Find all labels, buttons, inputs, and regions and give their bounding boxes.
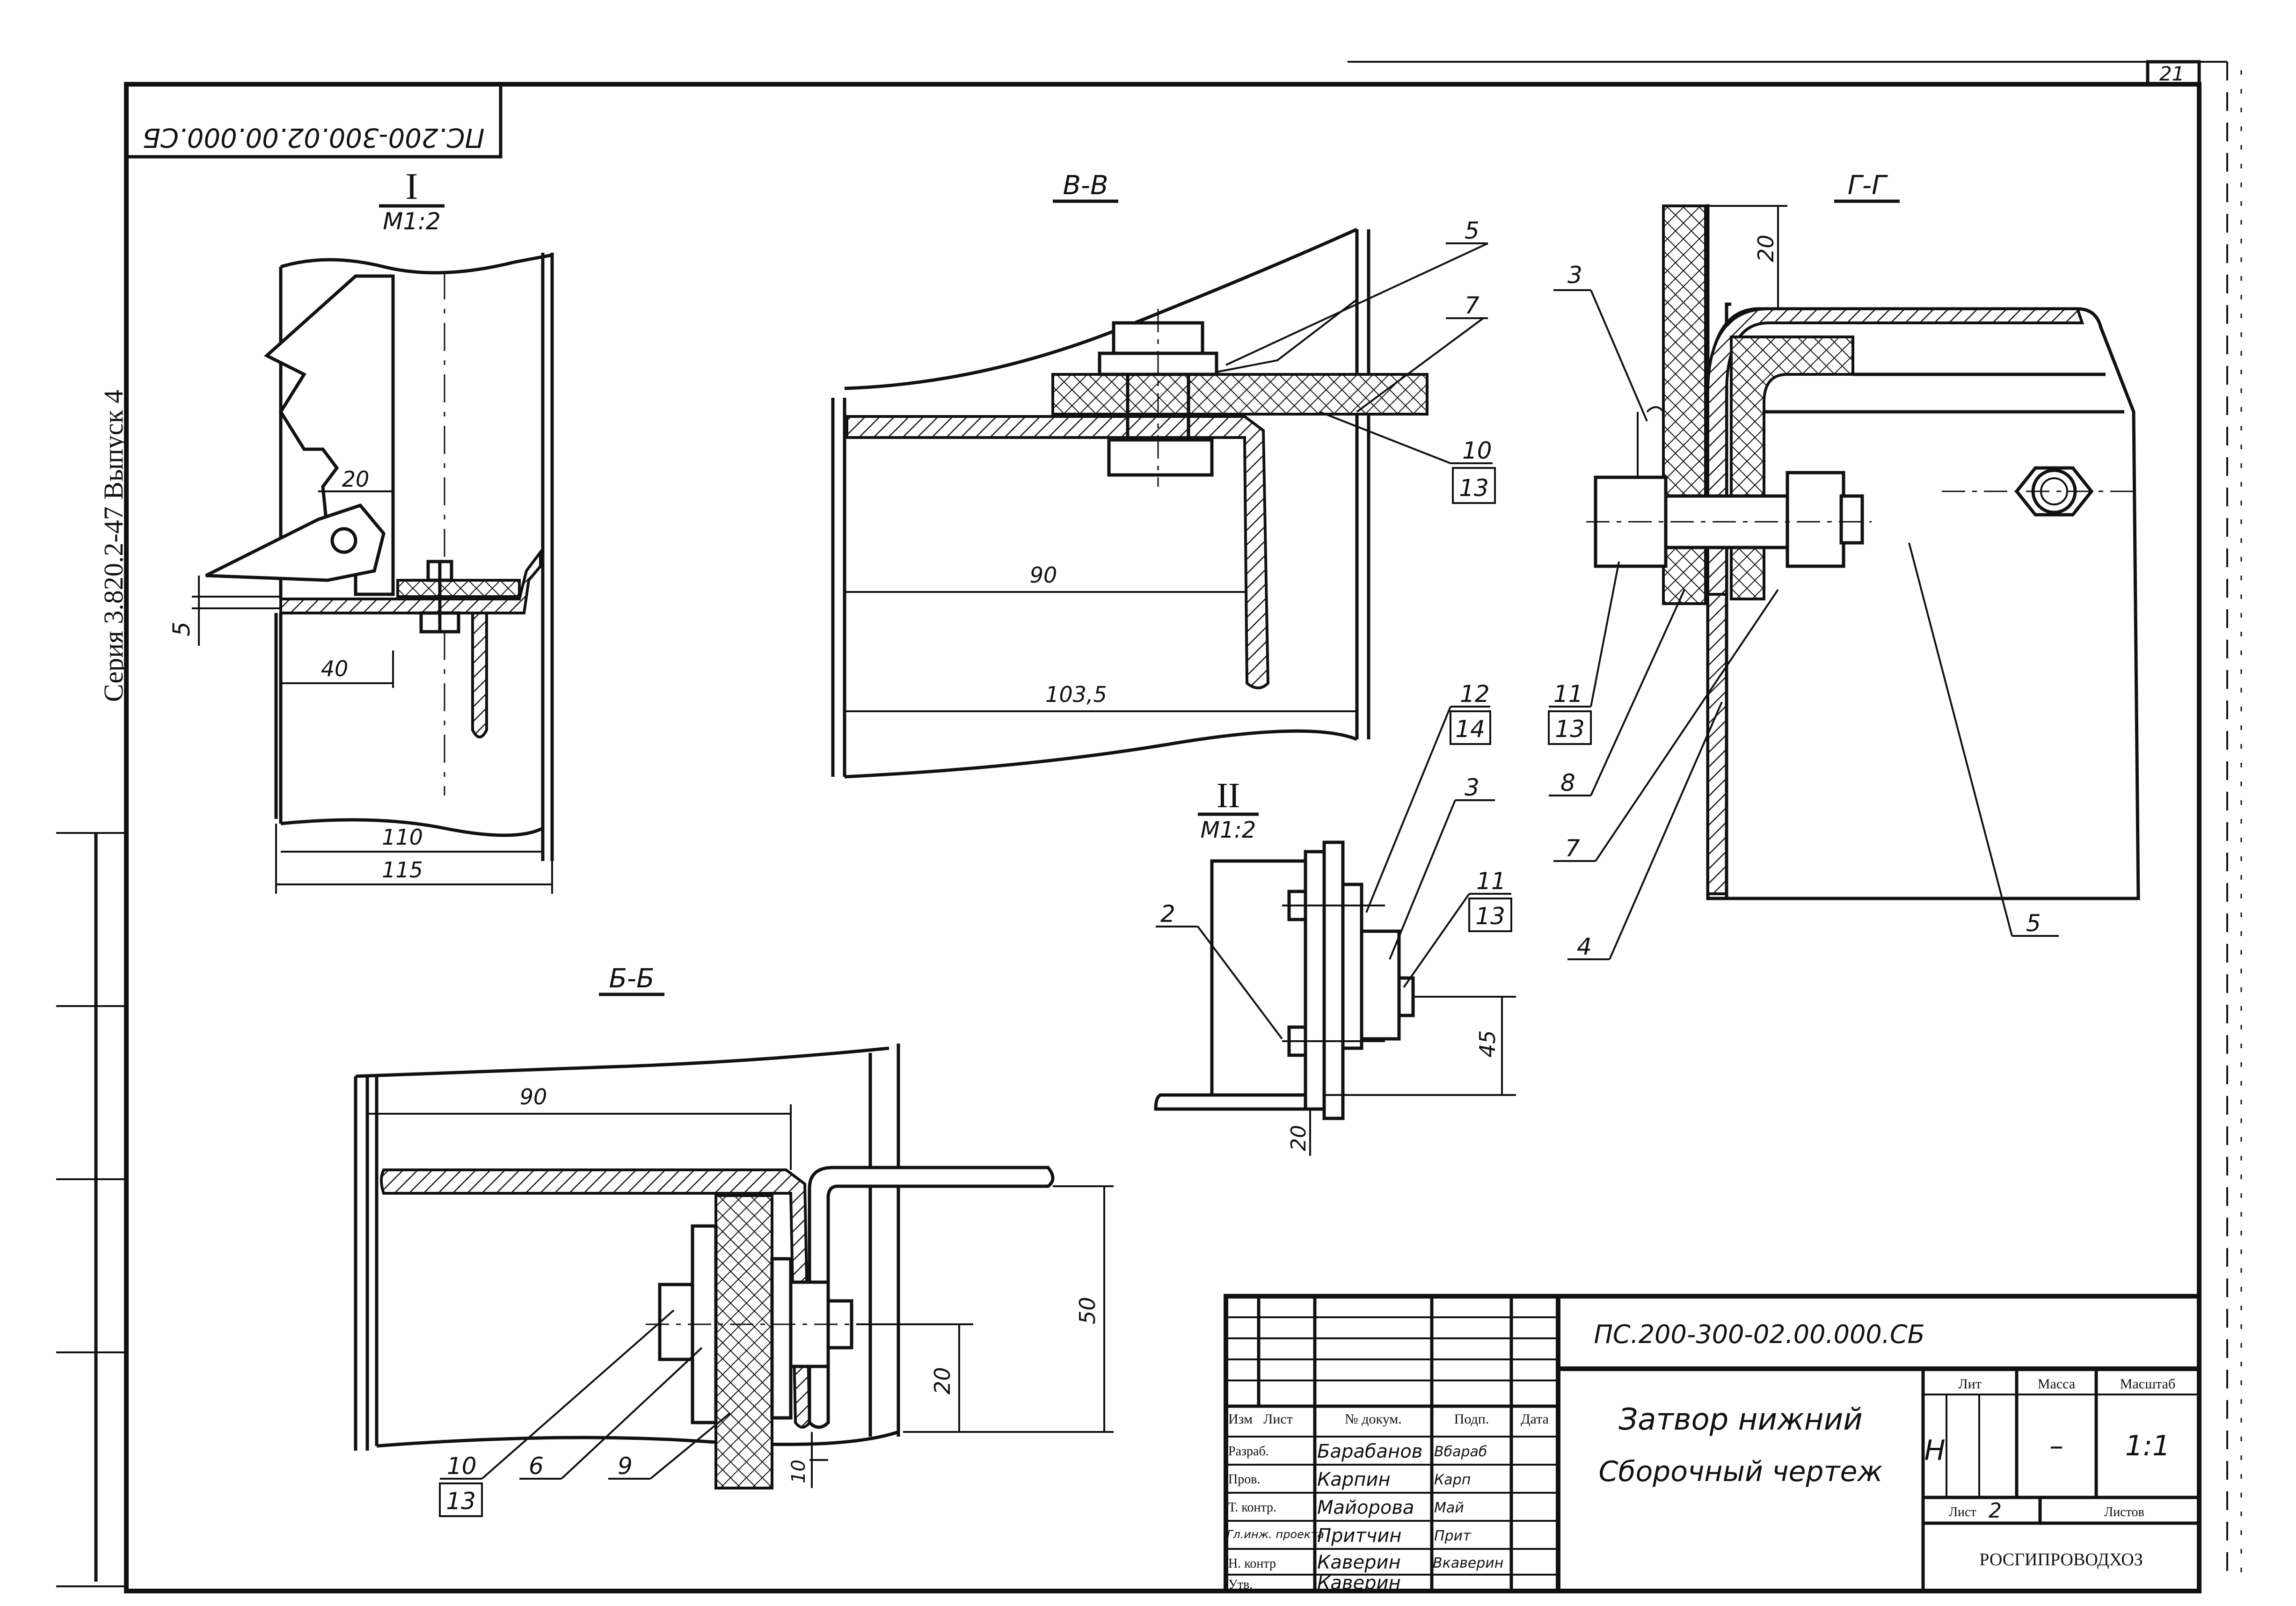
tb-sheets-label: Листов [2104,1505,2144,1519]
drawing-frame [56,60,2242,1593]
detail-1-view: I М1:2 20 5 [168,166,554,894]
tb-mass-value: – [2049,1430,2063,1462]
detail-2-title: II [1217,776,1240,815]
tb-header-ndoc: № докум. [1345,1411,1402,1427]
vv-dim-103: 103,5 [1045,682,1107,707]
tb-lit-label: Лит [1958,1376,1982,1392]
bb-callout-6: 6 [529,1453,544,1480]
title-block: Изм Лист № докум. Подп. Дата Разраб. Бар… [1224,1294,2201,1594]
tb-name-line1: Затвор нижний [1618,1402,1863,1437]
tb-sheet-label: Лист [1949,1505,1976,1519]
section-gg-title: Г-Г [1848,170,1888,201]
series-label: Серия 3.820.2-47 Выпуск 4 [98,390,129,702]
d1-dim-110: 110 [382,825,423,850]
section-bb-view: Б-Б 90 50 20 [354,964,1114,1517]
tb-name-tkontr: Майорова [1317,1497,1414,1518]
detail-2-scale: М1:2 [1201,817,1256,843]
d2-callout-12: 12 [1460,680,1490,708]
tb-header-data: Дата [1521,1411,1549,1427]
tb-doc-code: ПС.200-300-02.00.000.СБ [1594,1320,1924,1349]
gg-callout-11: 11 [1553,680,1583,708]
d2-dim-20: 20 [1287,1125,1311,1151]
bb-dim-20: 20 [930,1367,955,1394]
vv-dim-90: 90 [1030,562,1057,588]
section-vv-title: В-В [1063,170,1108,201]
tb-name-nkontr: Каверин [1317,1552,1401,1573]
tb-scale-label: Масштаб [2120,1376,2175,1392]
gg-callout-7: 7 [1565,835,1580,862]
tb-role-utv: Утв. [1228,1577,1253,1592]
tb-organization: РОСГИПРОВОДХОЗ [1979,1550,2143,1570]
bb-callout-10: 10 [447,1453,477,1480]
tb-sign-prov: Карп [1434,1472,1471,1488]
tb-role-glinzh: Гл.инж. проекта [1227,1528,1324,1541]
tb-header-podp: Подп. [1454,1411,1489,1427]
bb-dim-10: 10 [788,1460,809,1483]
section-vv-view: В-В 90 103,5 5 7 10 [831,170,1496,779]
gg-callout-13: 13 [1555,715,1585,743]
tb-header-list: Лист [1263,1411,1293,1427]
vv-callout-5: 5 [1465,217,1480,244]
tb-name-prov: Карпин [1317,1469,1391,1490]
vv-callout-7: 7 [1465,292,1480,319]
gg-callout-5: 5 [2026,910,2041,937]
gg-callout-3: 3 [1567,262,1582,289]
tb-mass-label: Масса [2038,1376,2075,1392]
bb-callout-9: 9 [618,1453,633,1480]
d2-callout-3: 3 [1465,774,1480,801]
bb-dim-90: 90 [520,1084,547,1110]
d2-callout-11: 11 [1476,868,1506,895]
mirrored-doc-code: ПС.200-300.02.00.000.СБ [142,122,484,153]
tb-role-nkontr: Н. контр [1228,1556,1276,1571]
gg-callout-4: 4 [1577,933,1592,960]
tb-sign-glinzh: Прит [1434,1528,1472,1544]
mirrored-code-box: ПС.200-300.02.00.000.СБ [124,82,503,159]
tb-role-prov: Пров. [1228,1472,1260,1487]
detail-1-scale: М1:2 [383,208,441,235]
d1-dim-20: 20 [342,467,370,492]
d2-callout-14: 14 [1455,715,1485,743]
d2-dim-45: 45 [1475,1030,1500,1058]
tb-role-tkontr: Т. контр. [1228,1500,1276,1515]
vv-callout-13: 13 [1459,474,1489,502]
gg-dim-20: 20 [1753,234,1778,262]
bb-callout-13: 13 [446,1488,476,1515]
d1-dim-40: 40 [321,656,349,681]
tb-sign-nkontr: Вкаверин [1433,1555,1503,1571]
detail-2-view: II М1:2 45 20 12 14 3 11 13 [1154,680,1516,1156]
detail-1-title: I [406,166,418,207]
bb-dim-50: 50 [1075,1297,1100,1324]
section-bb-title: Б-Б [609,964,654,994]
tb-name-razrab: Барабанов [1317,1441,1422,1462]
tb-name-line2: Сборочный чертеж [1599,1455,1883,1488]
tb-scale-value: 1:1 [2125,1430,2171,1462]
section-gg-view: Г-Г 20 3 11 [1548,170,2140,960]
gg-callout-8: 8 [1560,769,1575,796]
d1-dim-5: 5 [168,621,195,636]
vv-callout-10: 10 [1462,437,1492,464]
tb-name-glinzh: Притчин [1317,1525,1402,1547]
tb-header-izm: Изм [1228,1411,1253,1427]
tb-sheet-value: 2 [1989,1499,2002,1523]
page-number: 21 [2159,62,2184,85]
tb-role-razrab: Разраб. [1228,1444,1269,1459]
tb-name-utv: Каверин [1317,1572,1401,1594]
d1-dim-115: 115 [382,857,423,883]
tb-sign-tkontr: Май [1434,1500,1464,1516]
tb-sign-razrab: Вбараб [1434,1444,1487,1460]
d2-callout-13: 13 [1475,903,1505,930]
tb-lit-value: Н [1924,1434,1945,1467]
d2-callout-2: 2 [1160,900,1175,927]
